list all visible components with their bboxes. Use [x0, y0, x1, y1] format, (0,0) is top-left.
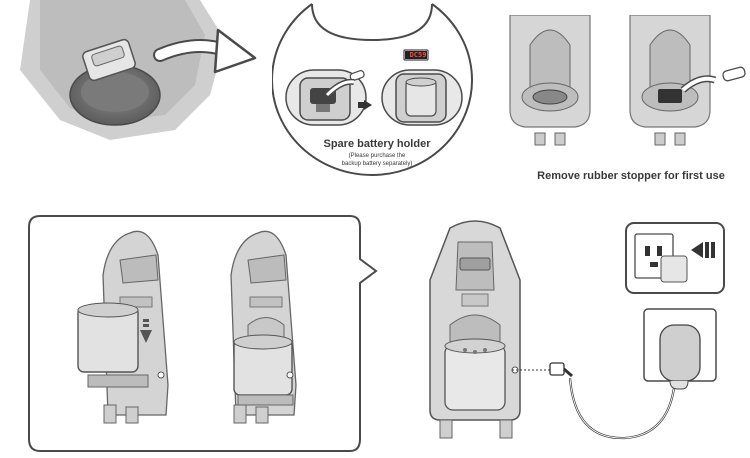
remove-stopper-caption: Remove rubber stopper for first use [537, 170, 725, 182]
battery-insertion-panel [28, 215, 378, 453]
charging-dock-illustration [420, 220, 530, 442]
purchase-note-line1: (Please purchase the [348, 153, 406, 159]
battery-badge: DC59 [409, 51, 427, 59]
rubber-stopper-illustration [505, 15, 750, 155]
purchase-note-line2: backup battery separately) [341, 161, 413, 167]
spare-battery-holder-title: Spare battery holder [323, 138, 431, 150]
charging-cable [510, 230, 750, 455]
dock-closeup-illustration [0, 0, 270, 175]
wall-socket-inset [625, 222, 725, 294]
power-adapter [640, 305, 720, 397]
spare-battery-holder-callout: DC59 Spare battery holder (Please purcha… [272, 0, 482, 190]
